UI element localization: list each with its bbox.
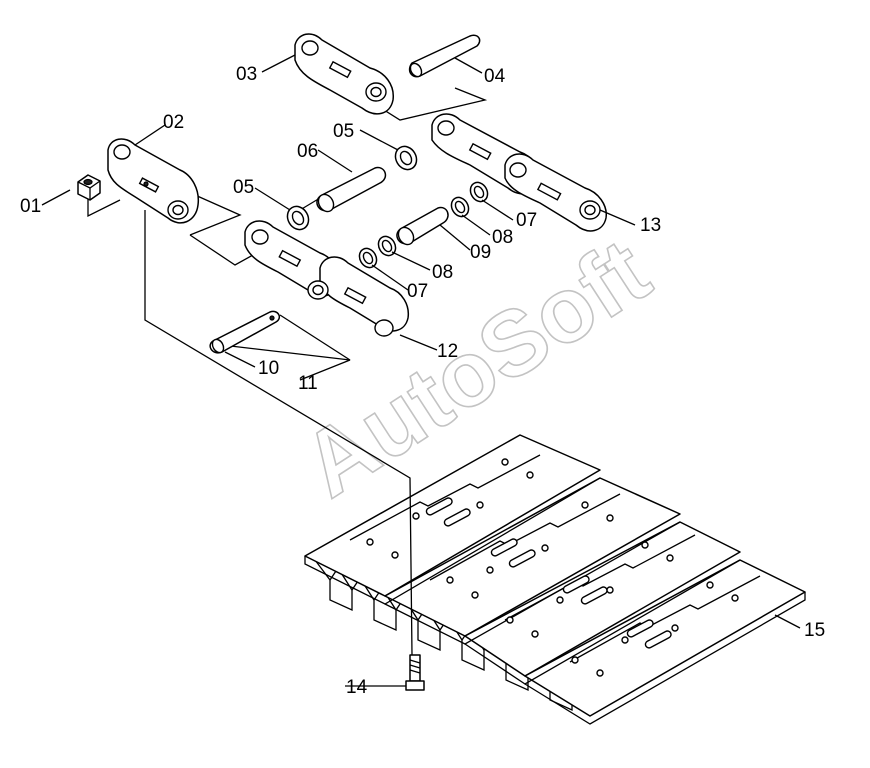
callout-09: 09 xyxy=(470,242,491,263)
callout-08-right: 08 xyxy=(492,227,513,248)
bushing-lower xyxy=(396,206,449,246)
seal-rings xyxy=(286,145,489,269)
callout-08-lower: 08 xyxy=(432,262,453,283)
callout-15: 15 xyxy=(804,620,825,641)
callout-leaders xyxy=(41,54,801,687)
callout-13: 13 xyxy=(640,215,661,236)
link-upper-left xyxy=(294,33,394,115)
pin-upper xyxy=(408,34,481,78)
callout-07-lower: 07 xyxy=(407,281,428,302)
callout-10: 10 xyxy=(258,358,279,379)
pin-lower xyxy=(209,310,281,354)
callout-04: 04 xyxy=(484,66,506,87)
track-shoe-plates xyxy=(304,434,806,725)
callout-01: 01 xyxy=(20,196,41,217)
callout-02: 02 xyxy=(163,112,184,133)
assembly-lines xyxy=(87,87,488,656)
track-bolt xyxy=(405,654,425,691)
link-lower-pair xyxy=(244,220,410,337)
callout-11: 11 xyxy=(298,373,318,394)
link-right-pair xyxy=(431,113,607,232)
callout-14: 14 xyxy=(346,677,368,698)
shoe-bolt-holes xyxy=(366,458,739,677)
callout-07-right: 07 xyxy=(516,210,537,231)
callout-labels: 01 02 03 04 05 05 06 07 07 08 08 09 10 1… xyxy=(20,64,825,698)
callout-06: 06 xyxy=(297,141,318,162)
callout-03: 03 xyxy=(236,64,257,85)
nut-part xyxy=(77,174,101,201)
callout-05-upper: 05 xyxy=(333,121,354,142)
callout-05-lower: 05 xyxy=(233,177,254,198)
master-link-left xyxy=(107,138,200,224)
bushing-upper xyxy=(316,166,387,213)
callout-12: 12 xyxy=(437,341,458,362)
